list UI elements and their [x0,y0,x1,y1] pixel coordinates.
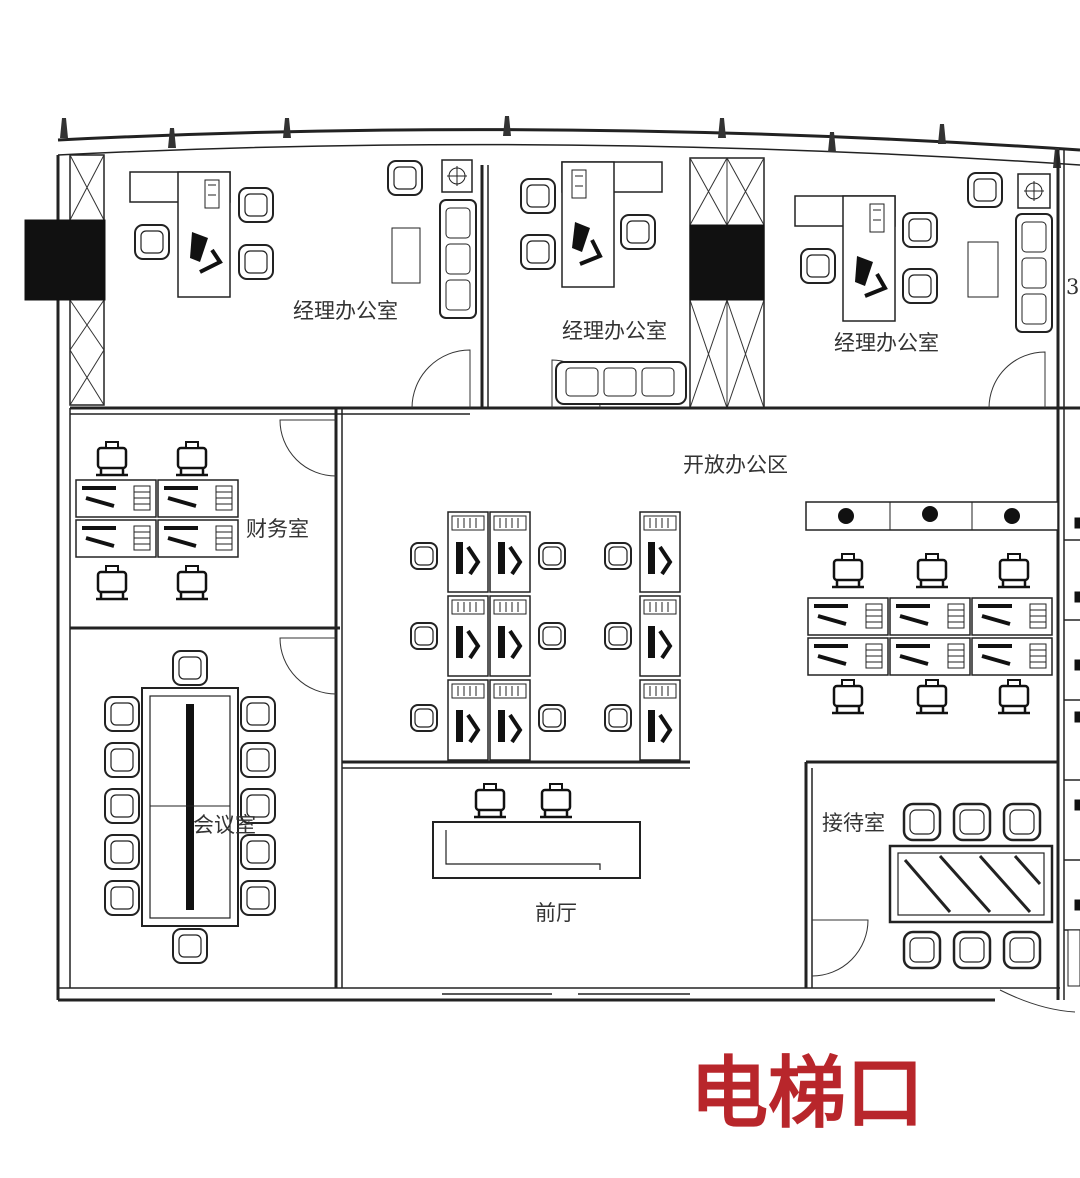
label-finance-room: 财务室 [246,517,309,541]
edge-number: 33 [1066,275,1080,299]
label-manager-office-3: 经理办公室 [834,331,939,355]
reception-room-furniture [888,802,1080,987]
manager-office-3-furniture [794,172,1053,333]
manager-office-2-furniture [520,161,687,405]
elevator-label: 电梯口 [690,1049,924,1139]
open-office-desks [410,501,1059,762]
front-hall-desk [432,782,641,879]
label-reception-room: 接待室 [822,811,885,835]
label-manager-office-1: 经理办公室 [293,299,398,323]
label-front-hall: 前厅 [535,901,577,925]
label-meeting-room: 会议室 [193,813,256,837]
label-manager-office-2: 经理办公室 [562,319,667,343]
meeting-room-furniture [104,650,276,964]
finance-room-furniture [74,440,240,601]
manager-office-1-furniture [129,159,477,319]
label-open-office: 开放办公区 [683,453,788,477]
